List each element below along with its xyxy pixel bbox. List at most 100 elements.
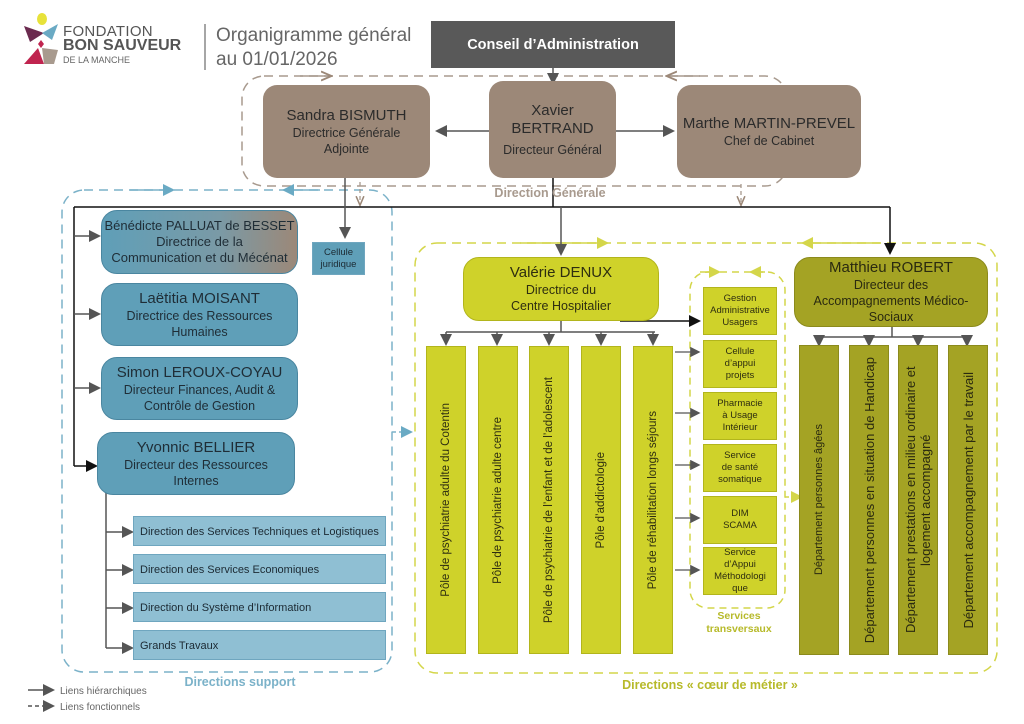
pole-label: Pôle de réhabilitation longs séjours <box>647 410 659 590</box>
transversal-label: Services transversaux <box>700 610 778 636</box>
service-line: projets <box>725 370 755 381</box>
director-name: Simon LEROUX-COYAU <box>116 363 283 381</box>
core-frame <box>414 242 998 674</box>
transversal-frame <box>689 271 786 609</box>
service-line: de santé <box>721 462 759 473</box>
department-label: Département personnes en situation de Ha… <box>861 356 877 644</box>
director-name: Yvonnic BELLIER <box>136 438 256 456</box>
medico-social-director-box[interactable]: Matthieu ROBERT Directeur des Accompagne… <box>794 257 988 327</box>
support-director-box[interactable]: Yvonnic BELLIER Directeur des Ressources… <box>97 432 295 495</box>
logo-line1: FONDATION <box>63 23 153 40</box>
pole-column[interactable]: Pôle d’addictologie <box>581 346 621 654</box>
service-line: somatique <box>718 474 762 485</box>
director-role: Directrice de la <box>156 234 243 249</box>
service-line: que <box>732 583 748 594</box>
department-column[interactable]: Département personnes en situation de Ha… <box>849 345 889 655</box>
pole-label: Pôle de psychiatrie de l’enfant et de l’… <box>543 376 555 624</box>
transversal-service[interactable]: Service d’Appui Méthodologi que <box>703 547 777 595</box>
director-role-2: Humaines <box>171 324 228 339</box>
board-label: Conseil d’Administration <box>467 36 639 53</box>
logo: FONDATION BON SAUVEUR DE LA MANCHE <box>63 23 182 67</box>
sub-direction-item[interactable]: Direction des Services Techniques et Log… <box>133 516 386 546</box>
sub-direction-item[interactable]: Grands Travaux <box>133 630 386 660</box>
transversal-service[interactable]: Gestion Administrative Usagers <box>703 287 777 335</box>
support-label: Directions support <box>184 675 296 689</box>
pole-column[interactable]: Pôle de psychiatrie adulte centre <box>478 346 518 654</box>
pole-column[interactable]: Pôle de psychiatrie de l’enfant et de l’… <box>529 346 569 654</box>
transversal-service[interactable]: Cellule d’appui projets <box>703 340 777 388</box>
deputy-director-box[interactable]: Sandra BISMUTH Directrice Générale Adjoi… <box>263 85 430 178</box>
transversal-service[interactable]: Service de santé somatique <box>703 444 777 492</box>
legal-cell-line1: Cellule <box>323 246 354 258</box>
service-line: Service <box>724 547 756 558</box>
hospital-director-box[interactable]: Valérie DENUX Directrice du Centre Hospi… <box>463 257 659 321</box>
director-role-2: Internes <box>173 473 219 488</box>
deputy-role: Directrice Générale <box>292 125 401 140</box>
pole-column[interactable]: Pôle de psychiatrie adulte du Cotentin <box>426 346 466 654</box>
pole-label: Pôle d’addictologie <box>595 451 607 549</box>
board-box[interactable]: Conseil d’Administration <box>431 21 675 68</box>
logo-line3: DE LA MANCHE <box>63 55 131 65</box>
director-role: Directrice du <box>525 283 597 297</box>
chief-of-staff-role: Chef de Cabinet <box>723 133 815 148</box>
sub-direction-item[interactable]: Direction du Système d’Information <box>133 592 386 622</box>
department-column[interactable]: Département prestations en milieu ordina… <box>898 345 938 655</box>
sub-direction-item[interactable]: Direction des Services Economiques <box>133 554 386 584</box>
legend-functional: Liens fonctionnels <box>60 702 141 713</box>
support-director-box[interactable]: Laëtitia MOISANT Directrice des Ressourc… <box>101 283 298 346</box>
legal-cell-line2: juridique <box>320 258 357 270</box>
service-line: Méthodologi <box>714 571 766 582</box>
general-direction-label: Direction Générale <box>494 186 606 200</box>
service-line: SCAMA <box>723 520 757 531</box>
transversal-service[interactable]: Pharmacie à Usage Intérieur <box>703 392 777 440</box>
service-line: Administrative <box>710 305 770 316</box>
director-role-2: Contrôle de Gestion <box>143 398 256 413</box>
pole-column[interactable]: Pôle de réhabilitation longs séjours <box>633 346 673 654</box>
director-role: Directeur Finances, Audit & <box>123 382 276 397</box>
chief-of-staff-box[interactable]: Marthe MARTIN-PREVEL Chef de Cabinet <box>677 85 861 178</box>
chief-of-staff-name: Marthe MARTIN-PREVEL <box>682 114 856 132</box>
service-line: Service <box>724 450 756 461</box>
director-name: Valérie DENUX <box>509 264 613 281</box>
legal-cell-box[interactable]: Cellule juridique <box>312 242 365 275</box>
service-line: d’Appui <box>724 559 756 570</box>
logo-mark <box>24 13 58 64</box>
transversal-label-line1: Services <box>717 610 761 622</box>
service-line: Usagers <box>722 317 758 328</box>
director-role: Directeur des Ressources <box>124 457 268 472</box>
department-label: Département accompagnement par le travai… <box>960 371 976 629</box>
director-first-name: Xavier <box>531 101 574 119</box>
legend: Liens hiérarchiques Liens fonctionnels <box>60 684 147 716</box>
director-role-2: Accompagnements Médico- <box>813 294 969 308</box>
pole-label: Pôle de psychiatrie adulte centre <box>492 416 504 584</box>
director-role-2: Centre Hospitalier <box>510 299 612 313</box>
support-frame <box>61 189 393 673</box>
director-role-2: Communication et du Mécénat <box>111 250 288 265</box>
service-line: Cellule <box>725 346 755 357</box>
transversal-label-line2: transversaux <box>706 623 772 635</box>
service-line: à Usage <box>722 410 758 421</box>
service-line: Gestion <box>723 293 757 304</box>
legend-hierarchical: Liens hiérarchiques <box>60 686 147 697</box>
director-role: Directeur des <box>853 278 929 292</box>
department-column[interactable]: Département accompagnement par le travai… <box>948 345 988 655</box>
pole-label: Pôle de psychiatrie adulte du Cotentin <box>440 403 452 597</box>
logo-line2: BON SAUVEUR <box>63 37 182 54</box>
general-director-box[interactable]: Xavier BERTRAND Directeur Général <box>489 81 616 178</box>
general-direction-frame <box>241 75 788 187</box>
service-line: DIM <box>731 508 749 519</box>
department-label: Département prestations en milieu ordina… <box>903 366 933 634</box>
core-label: Directions « cœur de métier » <box>622 678 798 692</box>
deputy-role-2: Adjointe <box>323 141 370 156</box>
department-label: Département personnes âgées <box>813 424 825 576</box>
transversal-service[interactable]: DIM SCAMA <box>703 496 777 544</box>
support-director-box[interactable]: Bénédicte PALLUAT de BESSET Directrice d… <box>101 210 298 274</box>
director-name: Laëtitia MOISANT <box>139 289 260 307</box>
director-role-3: Sociaux <box>868 310 914 324</box>
support-director-box[interactable]: Simon LEROUX-COYAU Directeur Finances, A… <box>101 357 298 420</box>
service-line: d’appui <box>724 358 756 369</box>
service-line: Intérieur <box>722 422 758 433</box>
department-column[interactable]: Département personnes âgées <box>799 345 839 655</box>
director-role: Directrice des Ressources <box>126 308 273 323</box>
